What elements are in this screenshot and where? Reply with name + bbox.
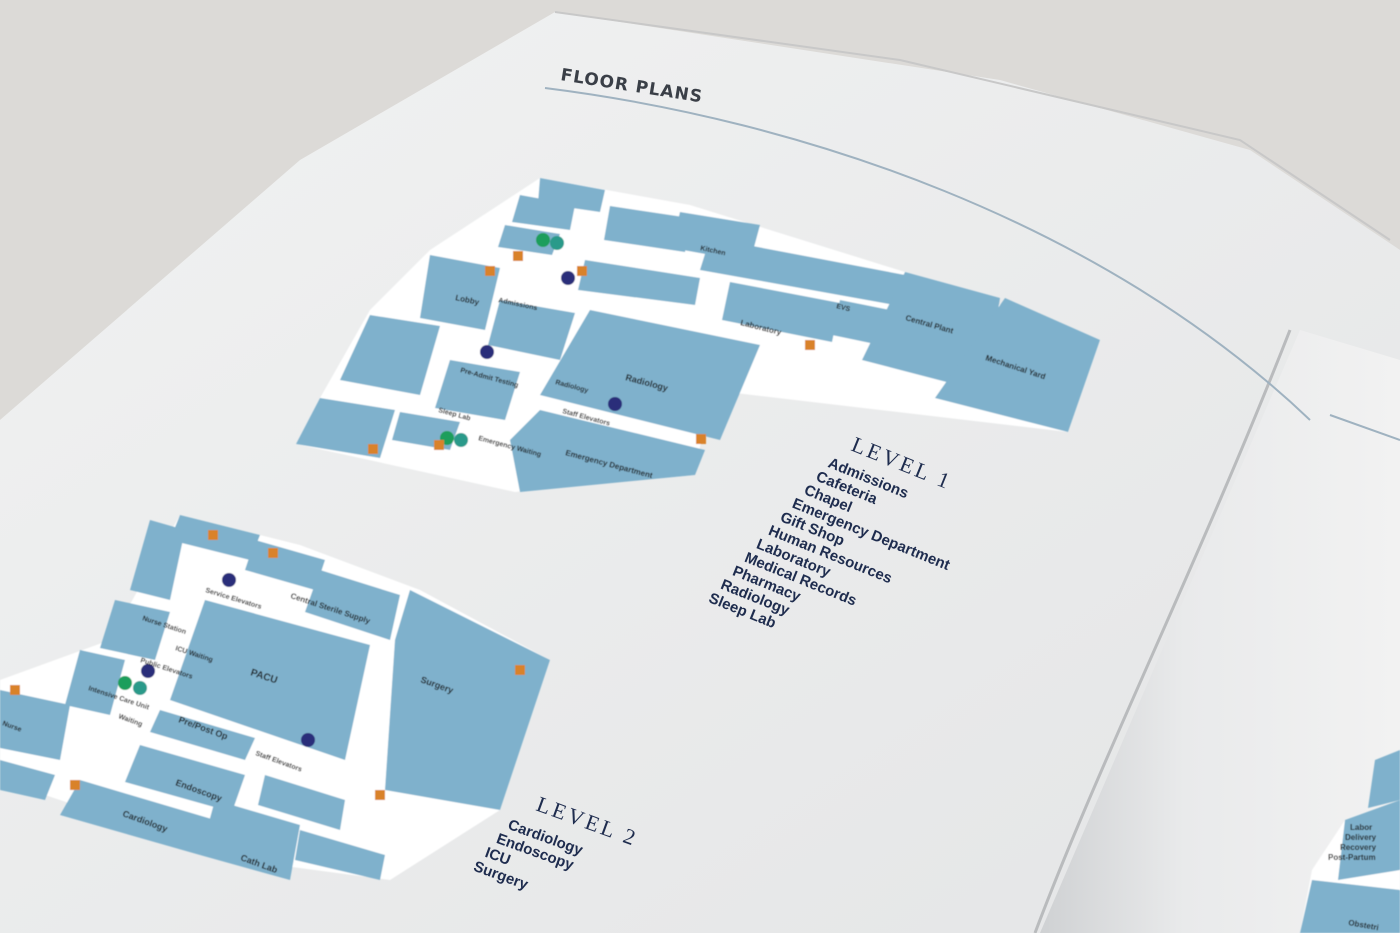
elevator-icon	[222, 573, 236, 587]
l1-label-evs: EVS	[836, 303, 852, 313]
l1-mechanical-yard	[935, 298, 1100, 432]
restroom-icon	[536, 233, 550, 247]
level1-map: Lobby Admissions Kitchen Laboratory EVS …	[296, 178, 1100, 492]
l2-room	[130, 520, 185, 600]
l1-room	[296, 398, 395, 458]
gutter	[1033, 329, 1292, 933]
header-rule	[544, 87, 1311, 421]
l1-room	[488, 300, 575, 360]
l3-room	[1368, 750, 1400, 808]
stairs-icon	[696, 434, 706, 444]
l2-room	[65, 650, 125, 715]
l2-cardiology	[60, 780, 215, 855]
level3-map: Labor Delivery Recovery Post-Partum Obst…	[1300, 750, 1400, 933]
stairs-icon	[485, 266, 495, 276]
level2-map: Service Elevators Central Sterile Supply…	[0, 515, 550, 880]
l1-room	[340, 315, 440, 395]
restroom-icon	[133, 681, 147, 695]
restroom-icon	[118, 676, 132, 690]
stairs-icon	[208, 530, 218, 540]
l1-radiology-room	[540, 310, 760, 440]
l3-room	[1300, 880, 1400, 933]
right-page	[1040, 330, 1400, 933]
l2-room	[305, 570, 400, 640]
stairs-icon	[434, 440, 444, 450]
elevator-icon	[608, 397, 622, 411]
l1-room	[578, 260, 700, 305]
l3-label-recovery: Recovery	[1340, 843, 1377, 852]
l2-room	[258, 775, 345, 830]
l1-room	[512, 195, 575, 230]
l2-cath-lab	[200, 800, 300, 880]
l2-endoscopy	[125, 745, 245, 812]
l3-room	[1338, 800, 1400, 880]
l2-surgery	[385, 590, 550, 810]
elevator-icon	[301, 733, 315, 747]
restroom-icon	[454, 433, 468, 447]
l1-room	[604, 206, 690, 252]
l3-label-labor: Labor	[1350, 823, 1372, 832]
l3-label-delivery: Delivery	[1345, 833, 1377, 842]
elevator-icon	[141, 664, 155, 678]
l2-room	[0, 690, 70, 760]
l2-room	[0, 760, 55, 800]
header-rule-right	[1329, 414, 1400, 441]
stairs-icon	[515, 665, 525, 675]
stairs-icon	[368, 444, 378, 454]
stairs-icon	[375, 790, 385, 800]
l1-room	[722, 282, 840, 342]
stairs-icon	[577, 266, 587, 276]
stairs-icon	[10, 685, 20, 695]
l2-room	[100, 600, 170, 660]
l1-room	[498, 225, 560, 255]
page-edge	[554, 11, 1391, 241]
l1-room	[435, 360, 520, 420]
l2-room	[245, 540, 325, 590]
l1-room	[700, 238, 905, 305]
l1-room	[420, 255, 500, 330]
l3-label-post-partum: Post-Partum	[1328, 853, 1376, 862]
l2-room	[150, 710, 255, 760]
stairs-icon	[70, 780, 80, 790]
stairs-icon	[805, 340, 815, 350]
l1-emergency-room	[510, 410, 705, 492]
l2-pacu	[170, 600, 370, 760]
elevator-icon	[561, 271, 575, 285]
restroom-icon	[550, 236, 564, 250]
l2-room	[295, 830, 385, 880]
stairs-icon	[268, 548, 278, 558]
stairs-icon	[513, 251, 523, 261]
elevator-icon	[480, 345, 494, 359]
